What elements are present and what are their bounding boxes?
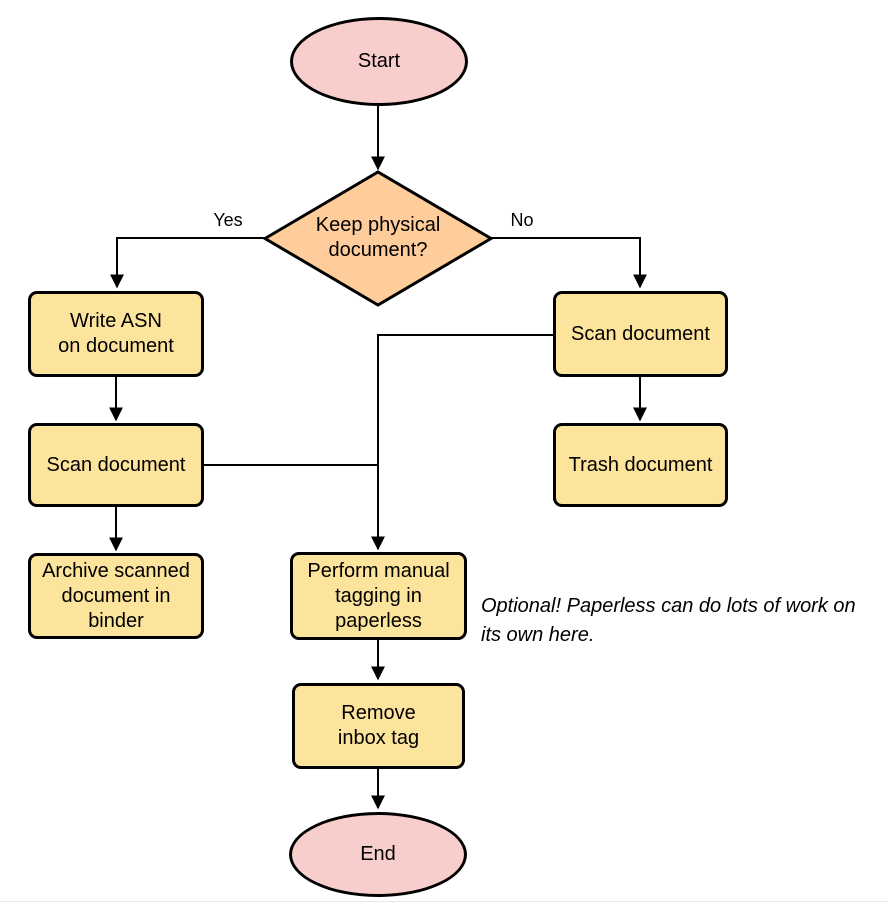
edge-decision-yes-to-write-asn: [110, 237, 265, 289]
node-start: Start: [290, 17, 468, 106]
edge-decision-no-to-scan-right: [491, 237, 647, 289]
decision-diamond-shape: [262, 170, 494, 307]
node-scan-document-right: Scan document: [553, 291, 728, 377]
node-scan-document-left: Scan document: [28, 423, 204, 507]
node-end: End: [289, 812, 467, 897]
node-manual-tagging: Perform manual tagging in paperless: [290, 552, 467, 640]
node-scan-document-right-label: Scan document: [571, 322, 710, 345]
edge-label-no: No: [510, 210, 534, 230]
edge-scan-right-to-tagging: [371, 334, 553, 551]
node-archive-scanned: Archive scanned document in binder: [28, 553, 204, 639]
node-decision: Keep physical document?: [283, 212, 473, 264]
node-trash-document: Trash document: [553, 423, 728, 507]
page-bottom-divider: [0, 901, 888, 902]
node-remove-inbox-tag-label: Remove inbox tag: [337, 702, 420, 749]
node-write-asn: Write ASN on document: [28, 291, 204, 377]
node-trash-document-label: Trash document: [568, 453, 713, 476]
node-remove-inbox-tag: Remove inbox tag: [292, 683, 465, 769]
node-start-label: Start: [357, 50, 401, 72]
node-decision-label: Keep physical document?: [315, 214, 441, 261]
edge-label-yes: Yes: [213, 210, 243, 230]
node-manual-tagging-label: Perform manual tagging in paperless: [307, 559, 450, 632]
annotation-optional-note: Optional! Paperless can do lots of work …: [481, 595, 856, 646]
node-archive-scanned-label: Archive scanned document in binder: [42, 559, 190, 632]
node-write-asn-label: Write ASN on document: [58, 310, 174, 357]
node-scan-document-left-label: Scan document: [46, 453, 186, 476]
node-end-label: End: [360, 843, 396, 865]
